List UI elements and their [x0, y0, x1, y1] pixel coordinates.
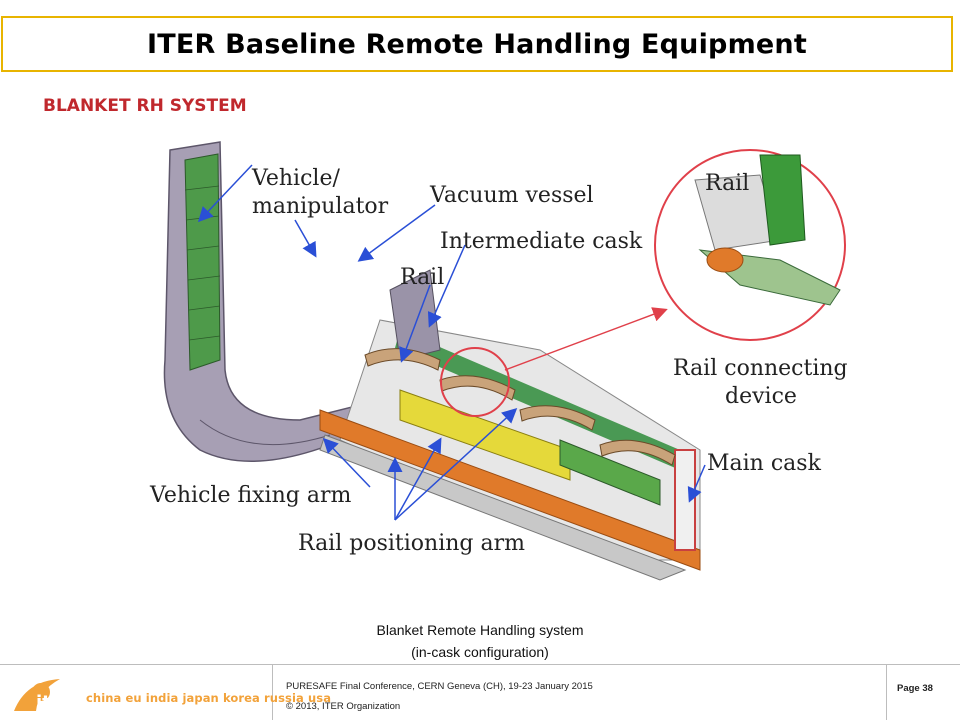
- rail-inset-label: Rail: [705, 171, 749, 196]
- copyright-text: © 2013, ITER Organization: [286, 701, 401, 712]
- blanket-rh-diagram: Rail Vehicle/ manipulator Vacuum vessel …: [149, 141, 848, 581]
- section-label: BLANKET RH SYSTEM: [43, 96, 247, 116]
- intermediate-cask-label: Intermediate cask: [440, 229, 643, 254]
- rail-connecting-device-label-line2: device: [725, 384, 797, 409]
- footer-divider: [0, 664, 960, 665]
- cask-structure: [319, 269, 701, 581]
- diagram-caption: Blanket Remote Handling system (in-cask …: [300, 619, 660, 663]
- page-title: ITER Baseline Remote Handling Equipment: [147, 28, 807, 60]
- conference-text: PURESAFE Final Conference, CERN Geneva (…: [286, 681, 593, 692]
- rail-connecting-device-label-line1: Rail connecting: [673, 356, 848, 381]
- vehicle-manipulator-label-line1: Vehicle/: [251, 166, 340, 191]
- svg-text:iter: iter: [36, 692, 72, 711]
- rail-connector-highlight: [440, 347, 510, 417]
- footer-separator-left: [272, 664, 273, 720]
- vacuum-vessel-label: Vacuum vessel: [429, 183, 594, 208]
- inset-connector-line: [504, 307, 668, 371]
- title-box: ITER Baseline Remote Handling Equipment: [1, 16, 953, 72]
- partners-text: china eu india japan korea russia usa: [86, 691, 332, 705]
- annotation-arrows: [197, 164, 706, 521]
- caption-line2: (in-cask configuration): [411, 644, 549, 660]
- inset-zoom: Rail: [654, 149, 846, 341]
- rail-positioning-arm-label: Rail positioning arm: [298, 531, 525, 556]
- rail-label: Rail: [400, 265, 444, 290]
- page-number: Page 38: [897, 683, 933, 694]
- vehicle-fixing-arm-label: Vehicle fixing arm: [149, 483, 351, 508]
- caption-line1: Blanket Remote Handling system: [376, 622, 584, 638]
- vehicle-manipulator-label-line2: manipulator: [252, 194, 389, 219]
- main-cask-label: Main cask: [707, 451, 822, 476]
- footer-separator-right: [886, 664, 887, 720]
- iter-logo-icon: iter: [14, 679, 72, 711]
